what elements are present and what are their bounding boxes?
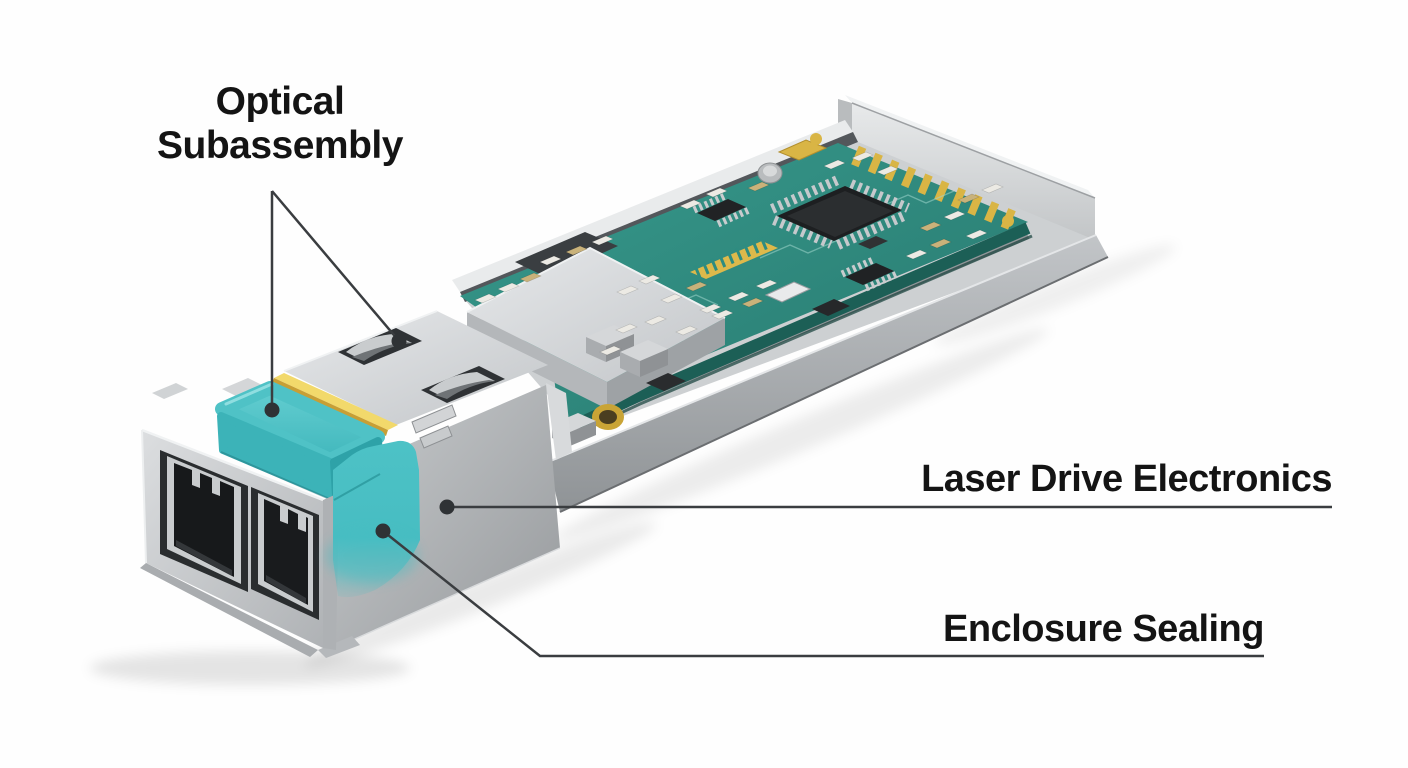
leader-line-enclosure: [382, 530, 1264, 658]
leader-dot-optical-1: [264, 402, 280, 418]
housing-top-face: [284, 311, 548, 425]
flat-ic: [515, 232, 618, 278]
rear-housing-wall: [838, 95, 1096, 252]
soic-chip: [692, 192, 751, 228]
leader-line-optical-2: [271, 190, 400, 342]
front-lc-connector-block: [140, 428, 339, 657]
enclosure-sealing-label: Enclosure Sealing: [943, 608, 1264, 650]
optical-subassembly-label: Optical Subassembly: [120, 80, 440, 168]
module-housing: [152, 310, 572, 658]
optical-label-line2: Subassembly: [157, 124, 403, 167]
pcb-passive-components: [474, 151, 1004, 356]
laser-driver-qfp-chip: [769, 174, 910, 250]
ground-shadow: [90, 244, 1176, 685]
soic-chip-2: [840, 256, 899, 292]
crystal-oscillator: [757, 162, 783, 184]
leader-dot-enclosure: [375, 523, 391, 539]
lc-port-1: [160, 450, 248, 592]
edge-connector-fingers: [851, 145, 1022, 233]
callout-leaders: [270, 190, 1332, 658]
leader-dot-laser: [439, 499, 455, 515]
photodiode-can: [764, 281, 812, 303]
callout-dots: [264, 333, 455, 539]
housing-latch-slot-2: [421, 366, 505, 403]
laser-drive-electronics-label: Laser Drive Electronics: [921, 458, 1332, 500]
lc-port-2: [251, 487, 319, 620]
mounting-via-ring: [592, 404, 624, 430]
leader-dot-optical-2: [391, 333, 407, 349]
gold-pad: [777, 139, 828, 161]
enclosure-seal-highlight: [326, 440, 420, 598]
optical-label-line1: Optical: [215, 80, 345, 123]
gold-contact-strip: [690, 235, 778, 279]
housing-side-face: [330, 385, 560, 650]
